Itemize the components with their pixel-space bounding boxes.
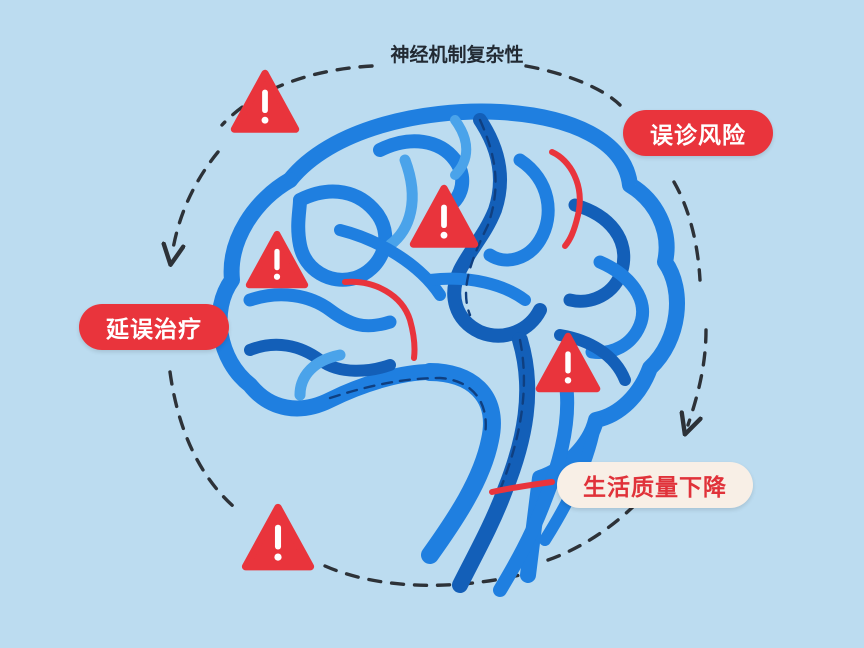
brain-vessel-network [211,103,685,597]
cycle-arc-bottom [323,564,522,587]
red-vessel-2 [342,278,418,361]
cycle-arc-top-left [220,64,374,127]
mechanism-complexity-label: 神经机制复杂性 [390,44,524,66]
vessel-cross-2 [424,272,531,306]
cycle-arc-left-lower [168,370,242,514]
warning-triangle-icon [234,73,295,129]
vessel-light-2 [294,349,346,401]
vessel-loop-4 [483,153,555,267]
brainstem-vessel-3 [493,353,575,597]
vessel-loop-6 [585,255,650,360]
cycle-arc-right [688,328,708,425]
brainstem-vessel-1 [421,363,501,564]
cycle-arc-top-right [524,64,622,107]
quality-of-life-decline-label: 生活质量下降 [557,462,753,508]
red-vessel-1 [549,149,583,249]
flow-line-1 [328,376,487,437]
flow-line-2 [464,118,497,317]
vessel-loop-2 [373,134,470,217]
vessel-light-3 [450,115,472,180]
vessel-loop-1 [291,184,393,287]
delayed-treatment-label: 延误治疗 [79,304,229,350]
vessel-light-1 [384,154,418,251]
misdiagnosis-risk-label: 误诊风险 [623,110,773,156]
warning-triangle-icon [246,508,311,567]
vessel-loop-7 [243,288,397,333]
brain-outline-vessel-front [211,172,438,417]
flow-line-3 [498,338,526,492]
vessel-loop-3 [447,113,547,343]
cycle-arc-upper-right [672,180,702,282]
cycle-arc-left-upper [172,150,220,255]
red-vessel-3 [489,479,555,495]
